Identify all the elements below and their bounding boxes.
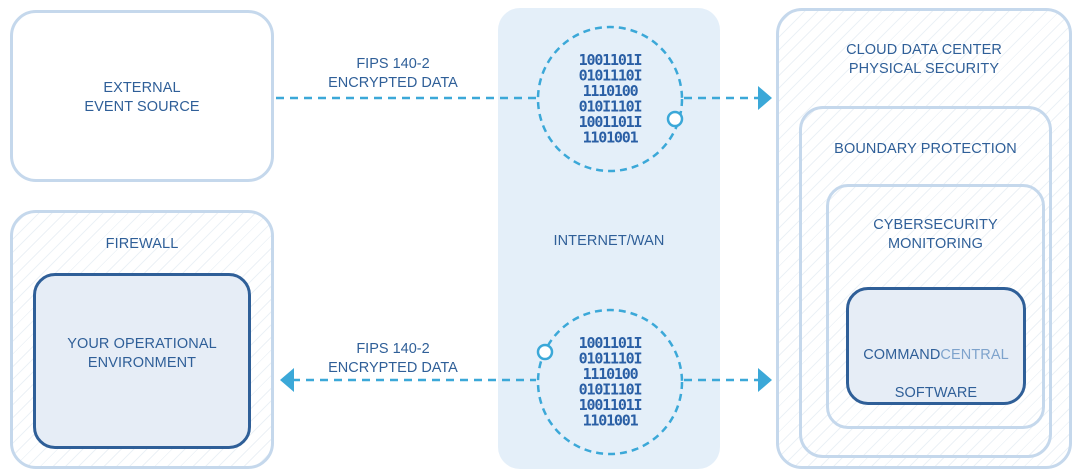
- firewall-label: FIREWALL: [105, 236, 179, 252]
- bottom-binary-row-4: 010I110I: [579, 381, 642, 399]
- bottom-binary-row-3: 1110100: [583, 365, 639, 383]
- software-label: SOFTWARE: [894, 385, 978, 401]
- boundary-protection-box: BOUNDARY PROTECTION CYBERSECURITY MONITO…: [799, 106, 1052, 458]
- bottom-flow-arrowhead-left: [280, 368, 294, 392]
- top-binary-row-3: 1110100: [583, 82, 639, 100]
- top-binary-row-2: 0101110I: [579, 67, 642, 85]
- cloud-data-center-label: CLOUD DATA CENTER PHYSICAL SECURITY: [846, 42, 1002, 77]
- brand-central: CENTRAL: [940, 347, 1009, 363]
- commandcentral-software-box: COMMANDCENTRAL SOFTWARE: [846, 287, 1026, 405]
- external-event-source-label: EXTERNAL EVENT SOURCE: [84, 80, 200, 115]
- top-binary-row-5: 1001101I: [579, 113, 642, 131]
- top-encryption-circle: [536, 25, 684, 173]
- cybersecurity-monitoring-label: CYBERSECURITY MONITORING: [873, 217, 998, 252]
- operational-environment-label: YOUR OPERATIONAL ENVIRONMENT: [67, 336, 217, 371]
- top-binary-row-1: 1001101I: [579, 51, 642, 69]
- top-binary-block: 1001101I0101110I1110100010I110I1001101I1…: [579, 51, 643, 147]
- bottom-binary-row-1: 1001101I: [579, 334, 642, 352]
- bottom-flow-label: FIPS 140-2 ENCRYPTED DATA: [328, 341, 458, 376]
- bottom-flow-arrowhead-right: [758, 368, 772, 392]
- top-binary-row-6: 1101001: [583, 129, 639, 147]
- bottom-binary-row-2: 0101110I: [579, 350, 642, 368]
- brand-command: COMMAND: [863, 347, 941, 363]
- internet-wan-band: [498, 8, 720, 469]
- bottom-encryption-knob: [536, 343, 554, 361]
- bottom-binary-row-6: 1101001: [583, 412, 639, 430]
- bottom-binary-block: 1001101I0101110I1110100010I110I1001101I1…: [579, 334, 643, 430]
- bottom-binary-row-5: 1001101I: [579, 396, 642, 414]
- top-binary-row-4: 010I110I: [579, 98, 642, 116]
- top-flow-arrowhead-right: [758, 86, 772, 110]
- bottom-encryption-circle: [536, 308, 684, 456]
- boundary-protection-label: BOUNDARY PROTECTION: [834, 141, 1017, 157]
- cybersecurity-monitoring-box: CYBERSECURITY MONITORING COMMANDCENTRAL …: [826, 184, 1045, 429]
- external-event-source-box: EXTERNAL EVENT SOURCE: [10, 10, 274, 182]
- operational-environment-box: YOUR OPERATIONAL ENVIRONMENT: [33, 273, 251, 449]
- top-flow-label: FIPS 140-2 ENCRYPTED DATA: [328, 56, 458, 91]
- internet-wan-label: INTERNET/WAN: [553, 233, 665, 249]
- top-encryption-knob: [666, 110, 684, 128]
- cloud-data-center-box: CLOUD DATA CENTER PHYSICAL SECURITY BOUN…: [776, 8, 1072, 469]
- firewall-box: FIREWALL YOUR OPERATIONAL ENVIRONMENT: [10, 210, 274, 469]
- commandcentral-software-label: COMMANDCENTRAL SOFTWARE: [849, 327, 1023, 403]
